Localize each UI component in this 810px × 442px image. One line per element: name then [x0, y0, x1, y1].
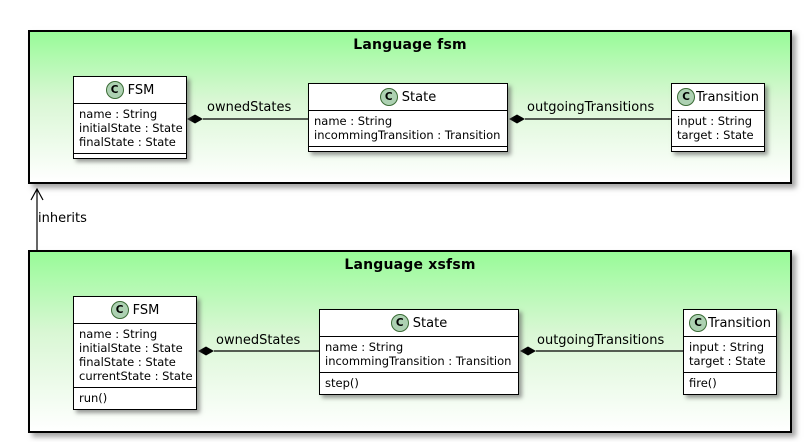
- method: step(): [325, 376, 359, 390]
- class-name: State: [401, 89, 437, 105]
- inherits-arrowhead-icon: [30, 187, 44, 201]
- class-transition-top: C Transition input : String target : Sta…: [671, 83, 765, 152]
- class-circle-icon: C: [105, 81, 124, 99]
- attributes-compartment: input : String target : State: [684, 336, 776, 372]
- class-name: State: [412, 315, 448, 331]
- attribute: incommingTransition : Transition: [325, 354, 512, 368]
- class-title: C FSM: [74, 297, 196, 323]
- methods-compartment: step(): [320, 372, 518, 394]
- attribute: initialState : State: [79, 121, 183, 135]
- class-transition-bottom: C Transition input : String target : Sta…: [683, 309, 777, 395]
- attribute: finalState : State: [79, 135, 176, 149]
- class-name: FSM: [127, 82, 155, 98]
- attribute: incommingTransition : Transition: [314, 128, 501, 142]
- package-title-fsm: Language fsm: [353, 37, 467, 53]
- class-name: Transition: [696, 89, 759, 105]
- attribute: name : String: [314, 114, 393, 128]
- inherits-label: inherits: [38, 211, 87, 226]
- attribute: target : State: [677, 128, 754, 142]
- class-title: C Transition: [684, 310, 776, 336]
- relation-label-outgoingtransitions-bottom: outgoingTransitions: [537, 333, 665, 348]
- methods-compartment: [309, 146, 507, 151]
- attribute: input : String: [677, 114, 753, 128]
- attribute: name : String: [79, 327, 158, 341]
- methods-compartment: run(): [74, 387, 196, 409]
- class-circle-icon: C: [379, 88, 398, 106]
- class-circle-icon: C: [110, 301, 129, 319]
- method: run(): [79, 391, 108, 405]
- package-title-xsfsm: Language xsfsm: [344, 257, 476, 273]
- attribute: name : String: [79, 107, 158, 121]
- methods-compartment: [74, 153, 186, 158]
- attribute: name : String: [325, 340, 404, 354]
- attribute: input : String: [689, 340, 765, 354]
- class-fsm-top: C FSM name : String initialState : State…: [73, 76, 187, 159]
- class-name: Transition: [708, 315, 771, 331]
- attributes-compartment: input : String target : State: [672, 110, 764, 146]
- attribute: target : State: [689, 354, 766, 368]
- class-title: C State: [309, 84, 507, 110]
- attribute: initialState : State: [79, 341, 183, 355]
- relation-label-outgoingtransitions-top: outgoingTransitions: [527, 100, 655, 115]
- class-state-bottom: C State name : String incommingTransitio…: [319, 309, 519, 395]
- attributes-compartment: name : String incommingTransition : Tran…: [309, 110, 507, 146]
- class-circle-icon: C: [390, 314, 409, 332]
- class-circle-icon: C: [677, 88, 696, 106]
- class-state-top: C State name : String incommingTransitio…: [308, 83, 508, 152]
- attribute: currentState : State: [79, 369, 193, 383]
- attributes-compartment: name : String initialState : State final…: [74, 103, 186, 153]
- class-circle-icon: C: [689, 314, 708, 332]
- class-name: FSM: [132, 302, 160, 318]
- class-title: C FSM: [74, 77, 186, 103]
- method: fire(): [689, 376, 717, 390]
- relation-label-ownedstates-bottom: ownedStates: [216, 333, 301, 348]
- methods-compartment: fire(): [684, 372, 776, 394]
- attributes-compartment: name : String incommingTransition : Tran…: [320, 336, 518, 372]
- class-fsm-bottom: C FSM name : String initialState : State…: [73, 296, 197, 410]
- attributes-compartment: name : String initialState : State final…: [74, 323, 196, 387]
- class-title: C Transition: [672, 84, 764, 110]
- attribute: finalState : State: [79, 355, 176, 369]
- methods-compartment: [672, 146, 764, 151]
- relation-label-ownedstates-top: ownedStates: [207, 100, 292, 115]
- class-title: C State: [320, 310, 518, 336]
